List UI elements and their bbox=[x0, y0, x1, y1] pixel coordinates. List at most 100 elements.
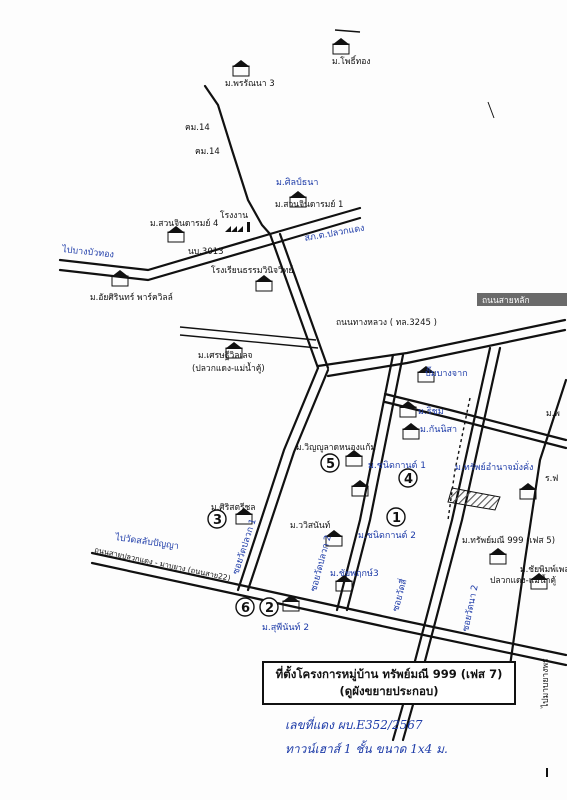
top-mark bbox=[334, 29, 361, 33]
house-icon bbox=[332, 38, 350, 55]
road-setthi-edge bbox=[179, 334, 319, 349]
label-mu-winchi: ม.ววิสนันท์ bbox=[290, 520, 331, 531]
marker-2: 2 bbox=[259, 597, 279, 617]
road-right bbox=[391, 346, 492, 742]
road-3013 bbox=[58, 206, 362, 272]
label-soi-4: ซอยวัดนา 2 bbox=[461, 584, 481, 633]
right-mark bbox=[487, 101, 495, 119]
marker-1: 1 bbox=[386, 507, 406, 527]
label-mu-iastrin: ม.อัยศิรินทร์ พาร์ควิลล์ bbox=[90, 292, 173, 303]
project-site-hatched bbox=[447, 487, 501, 511]
road-dashed bbox=[447, 397, 471, 521]
svg-text:6: 6 bbox=[241, 601, 250, 616]
marker-4: 4 bbox=[398, 468, 418, 488]
svg-text:3: 3 bbox=[213, 513, 222, 528]
road-3013-edge bbox=[58, 216, 362, 282]
label-mu-suanchinda1: ม.สวนจินดารมย์ 1 bbox=[275, 199, 343, 210]
house-icon bbox=[530, 573, 548, 590]
house-icons bbox=[111, 38, 548, 612]
highway-band bbox=[477, 293, 567, 306]
label-mu-far-right2: ม.ชัยพิมพ์เพลส bbox=[520, 564, 567, 575]
handwritten-note-1: เลขที่แดง ผบ.E352/2567 bbox=[285, 718, 423, 732]
road-cross-north bbox=[383, 392, 567, 442]
label-setthi-sub: (ปลวกแดง-แม่น้ำคู้) bbox=[192, 362, 265, 374]
marker-5: 5 bbox=[320, 453, 340, 473]
label-school: โรงเรียนธรรมวินิจวิทย์ bbox=[211, 265, 293, 276]
house-icon bbox=[335, 575, 353, 592]
site-markers: 1 2 3 4 5 6 bbox=[207, 453, 418, 617]
label-sinthana: ม.ศิลป์ธนา bbox=[276, 176, 318, 188]
house-icon bbox=[325, 530, 343, 547]
label-mu-phosithong: ม.โพธิ์ทอง bbox=[332, 55, 371, 67]
label-mu-setthi: ม.เศรษฐีวิลเลจ bbox=[198, 350, 253, 361]
label-mu-far-right: ม.พ bbox=[546, 409, 560, 419]
label-mu-supenan2: ม.สุพีนันท์ 2 bbox=[262, 621, 309, 633]
label-mu-chokpaew: ม.ชัยพฤกษ์3 bbox=[330, 567, 379, 579]
house-icon bbox=[519, 483, 537, 500]
svg-text:5: 5 bbox=[326, 457, 335, 472]
highway-3245-edge bbox=[326, 328, 567, 378]
label-mu-phoranna: ม.พรรัณนา 3 bbox=[225, 79, 275, 89]
highway-band-label: ถนนสายหลัก bbox=[482, 296, 530, 306]
label-km14-b: คม.14 bbox=[195, 147, 220, 157]
legend-subtitle: (ดูผังขยายประกอบ) bbox=[339, 684, 439, 698]
house-icon bbox=[289, 191, 307, 208]
road-south-west-edge bbox=[246, 368, 330, 592]
road-far-right bbox=[506, 378, 567, 682]
svg-text:1: 1 bbox=[392, 511, 401, 526]
label-pump-station: ปั๊มบางจาก bbox=[425, 366, 468, 379]
svg-text:4: 4 bbox=[404, 472, 413, 487]
marker-6: 6 bbox=[235, 597, 255, 617]
marker-3: 3 bbox=[207, 509, 227, 529]
house-icon bbox=[225, 342, 243, 359]
label-rongngan: โรงงาน bbox=[220, 210, 248, 221]
label-far-right2-sub: ปลวกแดง-แม่น้ำคู้ bbox=[490, 574, 556, 586]
label-site-b: ม.กันนิสา bbox=[420, 424, 457, 435]
label-to-mapyang: ไปมาบยางพร bbox=[540, 658, 551, 709]
road-north bbox=[203, 84, 272, 236]
road-south-west bbox=[236, 366, 320, 592]
house-icon bbox=[417, 366, 435, 383]
label-mu-suanchinda4: ม.สวนจินดารมย์ 4 bbox=[150, 218, 218, 229]
label-road-3013: นบ.3013 bbox=[188, 247, 224, 257]
label-mu-ris-sa: ม.ศิริสตรีชล bbox=[211, 502, 256, 513]
road-right-edge bbox=[401, 346, 502, 742]
house-icon bbox=[282, 595, 300, 612]
road-to-junction-edge bbox=[278, 232, 330, 370]
label-mu-winyu: ม.วิญญูลาดหนองแก้ม bbox=[296, 442, 376, 453]
road-middle-edge bbox=[345, 353, 405, 612]
house-icon bbox=[399, 401, 417, 418]
bottom-mark bbox=[546, 768, 548, 777]
svg-text:2: 2 bbox=[265, 601, 274, 616]
handwritten-note-2: ทาวน์เฮาส์ 1 ชั้น ขนาด 1x4 ม. bbox=[285, 742, 448, 756]
label-mu-sap999: ม.ทรัพย์มณี 999 (เฟส 5) bbox=[462, 535, 555, 546]
label-to-phlutpanya: ไปวัดสลับปัญญา bbox=[114, 532, 180, 552]
label-mu-sapphoamnat-tail: ร.ฟ bbox=[545, 474, 558, 484]
label-mu-chitchanok2: ม.ชนิดกานต์ 2 bbox=[358, 529, 416, 541]
label-km14-a: คม.14 bbox=[185, 123, 210, 133]
house-icon bbox=[489, 548, 507, 565]
house-icon bbox=[345, 450, 363, 467]
highway-3245 bbox=[316, 318, 567, 368]
house-icon bbox=[402, 423, 420, 440]
label-site-a: ม.ริชม bbox=[418, 406, 444, 417]
house-icon bbox=[235, 508, 253, 525]
legend-box: ที่ตั้งโครงการหมู่บ้าน ทรัพย์มณี 999 (เฟ… bbox=[262, 661, 516, 705]
label-highway-3245: ถนนทางหลวง ( ทล.3245 ) bbox=[336, 318, 437, 328]
house-icon bbox=[167, 226, 185, 243]
road-setthi bbox=[179, 326, 317, 341]
label-soi-3: ซอยวัดสี่ bbox=[388, 577, 409, 613]
house-icon bbox=[232, 60, 250, 77]
label-to-bangbuathong: ไปบางบัวทอง bbox=[61, 244, 115, 260]
label-mu-chitchanok1: ม.ชนิดกานต์ 1 bbox=[368, 459, 426, 471]
label-mu-sapphoamnat: ม.ทรัพย์อำนาจมั่งคั่ง bbox=[455, 460, 533, 473]
label-soi-2: ซอยวัดปลวก 2 bbox=[309, 534, 334, 593]
house-icon bbox=[111, 270, 129, 287]
road-22-edge bbox=[90, 561, 567, 667]
house-icon bbox=[351, 480, 369, 497]
road-to-junction bbox=[268, 232, 320, 370]
house-icon bbox=[255, 275, 273, 292]
factory-icon bbox=[225, 222, 250, 232]
legend-title: ที่ตั้งโครงการหมู่บ้าน ทรัพย์มณี 999 (เฟ… bbox=[275, 667, 503, 681]
